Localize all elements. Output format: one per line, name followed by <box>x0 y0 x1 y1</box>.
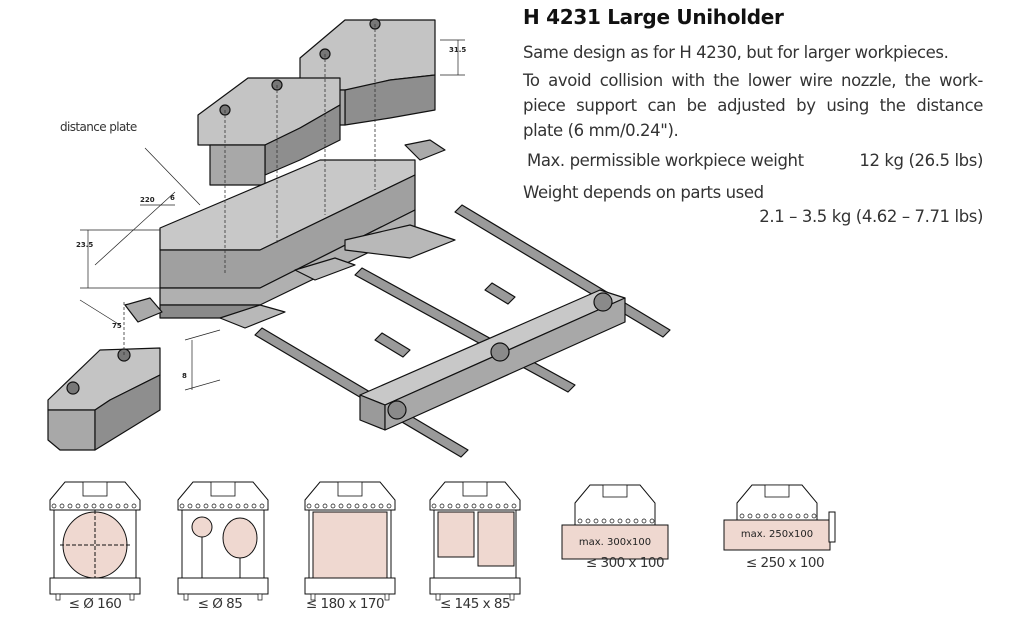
fixture-caption: ≤ Ø 160 <box>68 596 122 612</box>
jaw-top-middle <box>197 77 341 186</box>
description-line: Same design as for H 4230, but for large… <box>523 43 949 62</box>
fixture-caption: ≤ 250 x 100 <box>745 555 825 571</box>
fixture-plate: max. 300x100 <box>561 484 669 560</box>
dimension-label: 75 <box>112 322 122 330</box>
max-weight-row: Max. permissible workpiece weight 12 kg … <box>527 151 983 170</box>
dimension-label: 8 <box>182 372 187 380</box>
fixture-round-double <box>177 481 269 601</box>
dimension-label: 23.5 <box>76 241 93 249</box>
jaw-bottom-left <box>47 347 161 451</box>
dimension-label: 6 <box>170 194 175 202</box>
fixture-rect-large <box>304 481 396 601</box>
workpiece-label: max. 250x100 <box>741 529 813 540</box>
clamp-part <box>124 297 163 323</box>
assembly-lines <box>123 24 376 355</box>
fixture-caption: ≤ 145 x 85 <box>439 596 511 612</box>
description-line: piece support can be adjusted by using t… <box>523 96 983 115</box>
fixture-caption: ≤ Ø 85 <box>197 596 243 612</box>
distance-plate-callout: distance plate <box>60 120 137 134</box>
fixture-caption: ≤ 180 x 170 <box>305 596 385 612</box>
max-weight-value: 12 kg (26.5 lbs) <box>859 151 983 170</box>
crossbar <box>359 289 626 431</box>
fixture-round-large <box>49 481 141 601</box>
dimension-label: 220 <box>140 196 155 204</box>
fixture-caption: ≤ 300 x 100 <box>585 555 665 571</box>
clamp-part <box>404 139 446 161</box>
description-line: plate (6 mm/0.24"). <box>523 121 679 140</box>
distance-plate-part <box>219 304 286 329</box>
fixture-options: max. 300x100 max. 250x100 <box>49 481 836 601</box>
workpiece-label: max. 300x100 <box>579 537 651 548</box>
fixture-plate-clamp: max. 250x100 <box>723 484 836 551</box>
description-line: To avoid collision with the lower wire n… <box>523 71 983 90</box>
weight-label: Weight depends on parts used <box>523 183 764 202</box>
fixture-rect-double <box>429 481 521 601</box>
dimension-lines <box>79 39 465 391</box>
product-title: H 4231 Large Uniholder <box>523 5 784 29</box>
distance-plate-part <box>294 257 356 281</box>
weight-value: 2.1 – 3.5 kg (4.62 – 7.71 lbs) <box>759 207 983 226</box>
dimension-label: 31.5 <box>449 46 466 54</box>
max-weight-label: Max. permissible workpiece weight <box>527 151 804 170</box>
support-plate <box>344 224 456 259</box>
